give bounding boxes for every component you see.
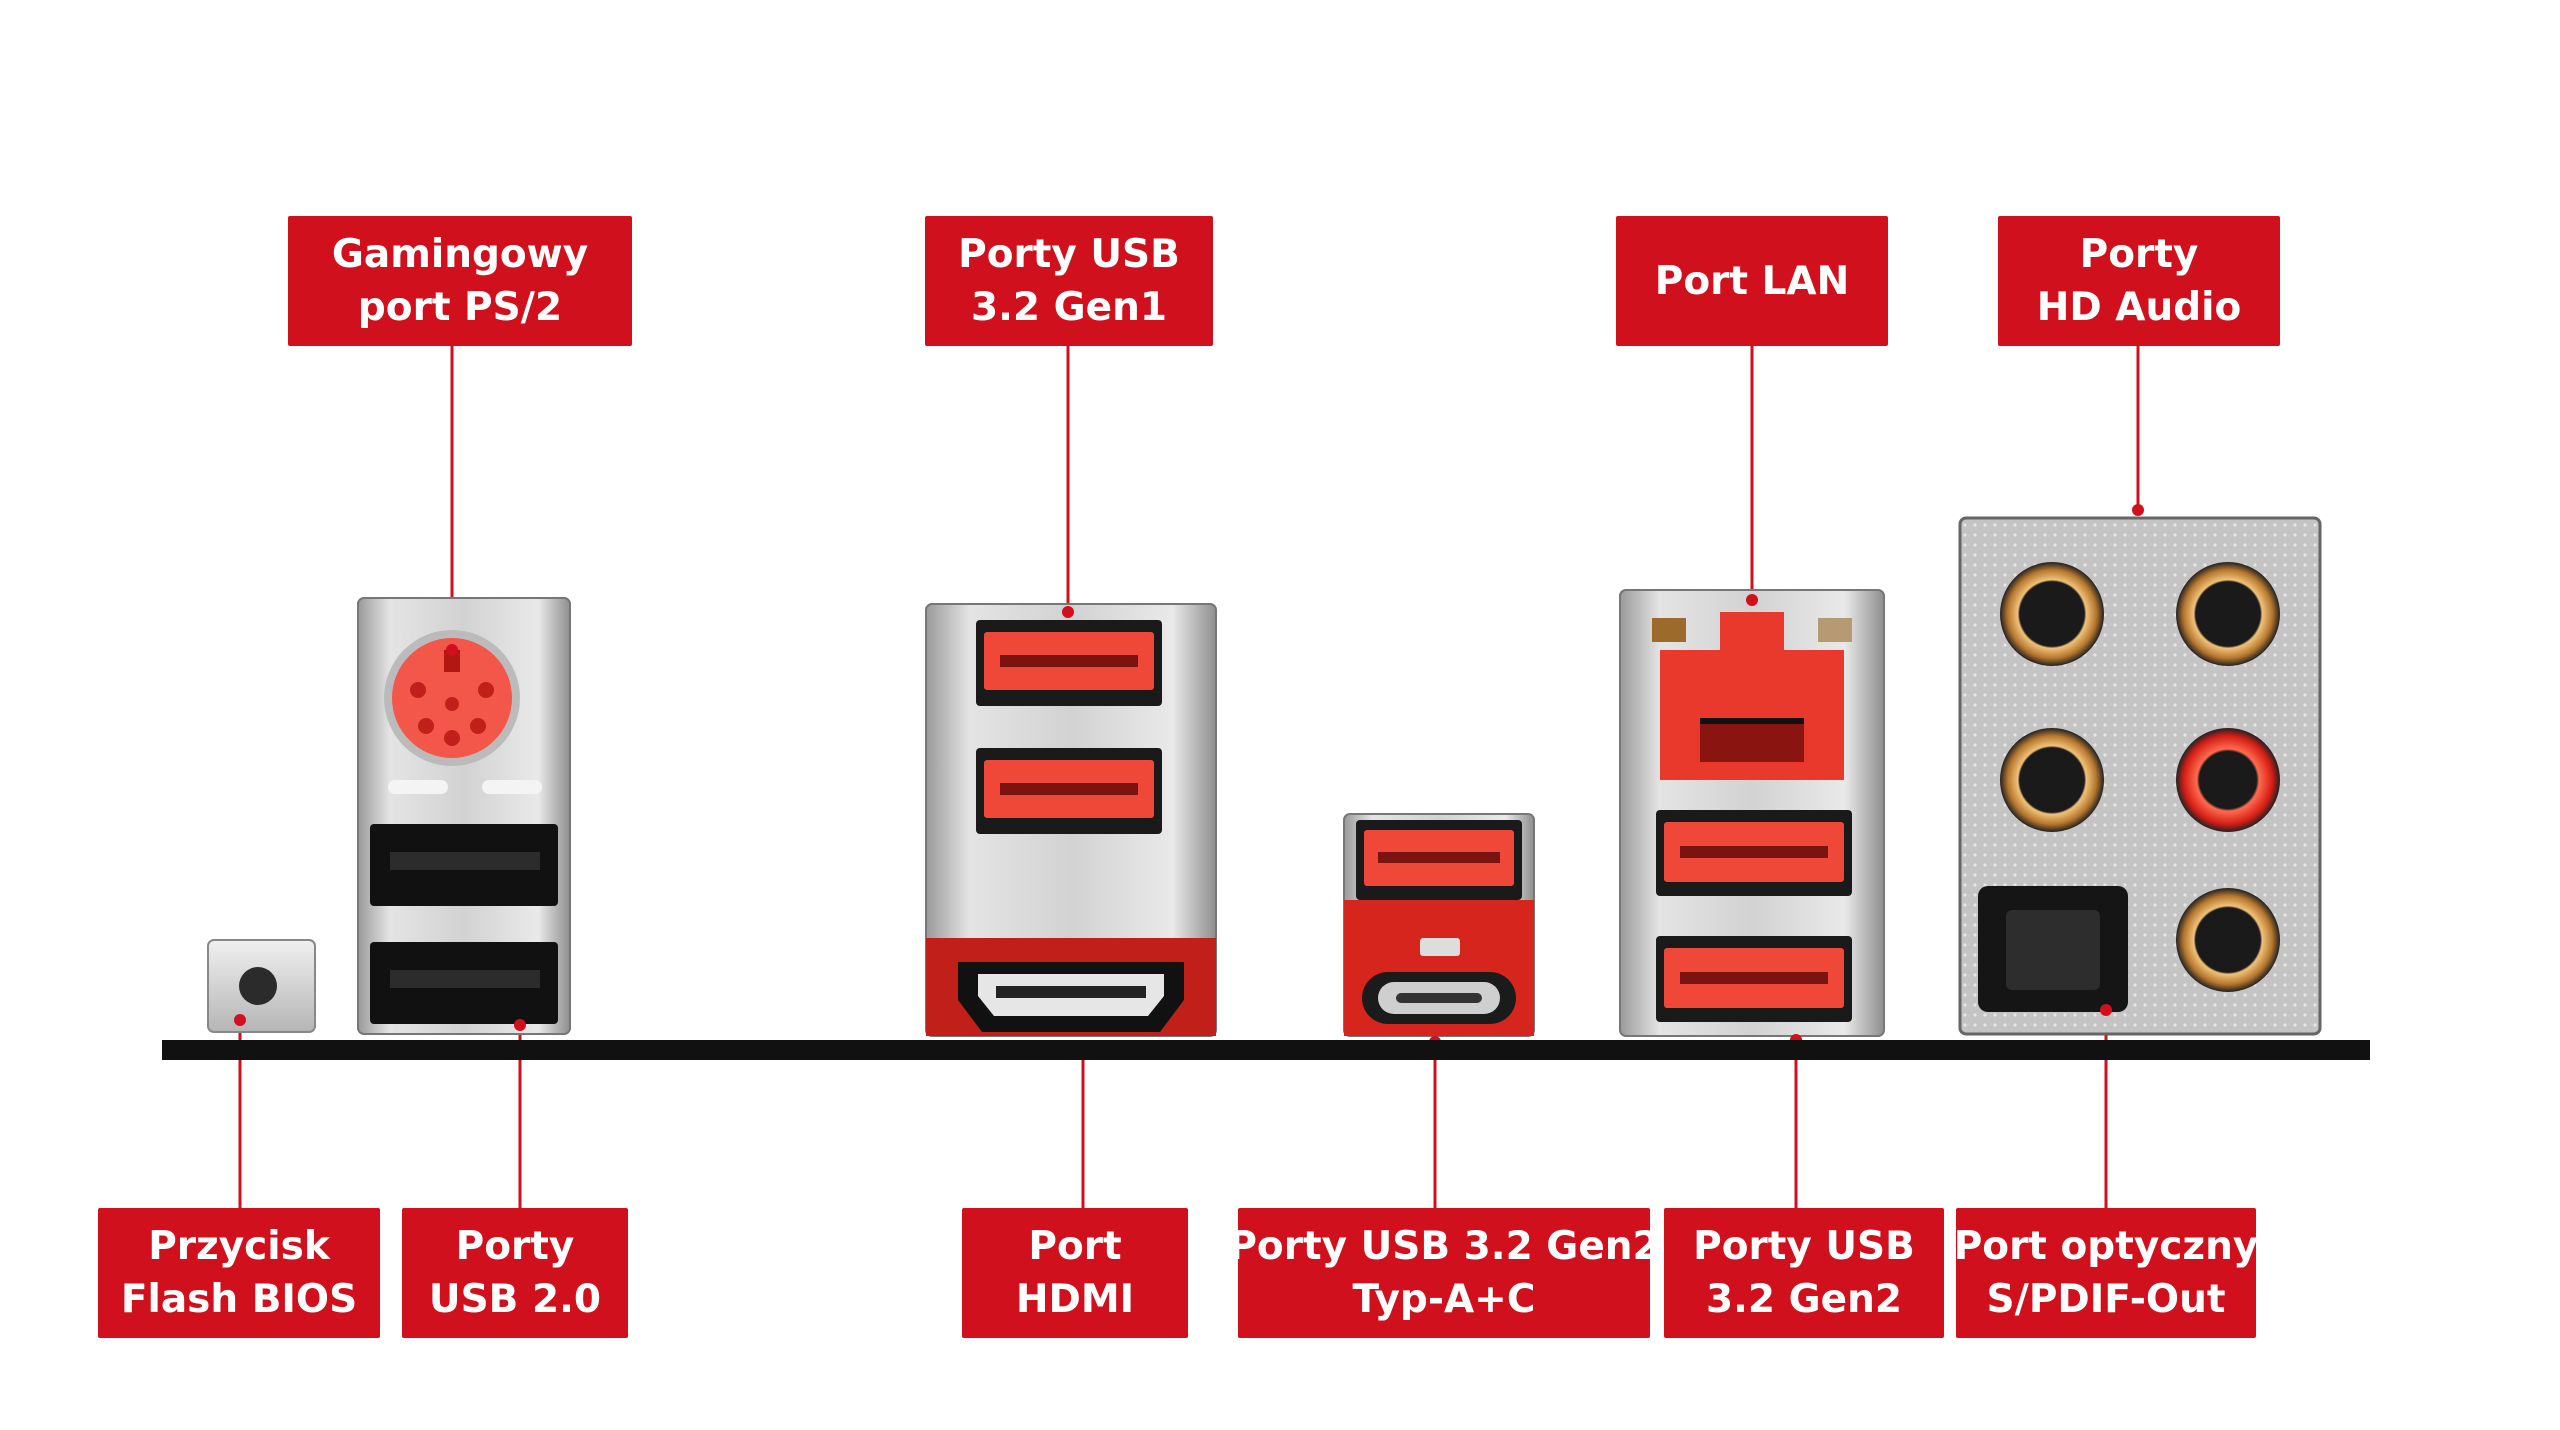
- label-optical-line1: Port optyczny: [1953, 1224, 2259, 1269]
- label-hdmi-line2: HDMI: [1015, 1277, 1135, 1322]
- label-usb-gen2-ac: Porty USB 3.2 Gen2 Typ-A+C: [1228, 1208, 1660, 1338]
- label-hdmi-line1: Port: [1028, 1224, 1122, 1269]
- label-usb20: Porty USB 2.0: [402, 1208, 628, 1338]
- usb-gen2-ac-stack: [1343, 813, 1535, 1048]
- label-flash-bios-line1: Przycisk: [148, 1224, 330, 1269]
- label-usb-gen2-line2: 3.2 Gen2: [1705, 1277, 1903, 1322]
- label-ps2-port: Gamingowy port PS/2: [288, 216, 632, 346]
- label-hd-audio: Porty HD Audio: [1998, 216, 2280, 346]
- lan-usb-gen2-stack: [1619, 589, 1885, 1046]
- label-optical-line2: S/PDIF-Out: [1986, 1277, 2226, 1322]
- label-ps2-line1: Gamingowy: [331, 232, 589, 277]
- hd-audio-block: [1958, 504, 2322, 1036]
- label-hdmi: Port HDMI: [962, 1208, 1188, 1338]
- label-lan-line1: Port LAN: [1654, 258, 1850, 304]
- ps2-usb20-stack: [357, 597, 571, 1035]
- label-flash-bios: Przycisk Flash BIOS: [98, 1208, 380, 1338]
- label-lan-port: Port LAN: [1616, 216, 1888, 346]
- label-hd-audio-line2: HD Audio: [2036, 285, 2242, 330]
- label-usb-gen1: Porty USB 3.2 Gen1: [925, 216, 1213, 346]
- label-optical: Port optyczny S/PDIF-Out: [1953, 1208, 2259, 1338]
- label-usb20-line2: USB 2.0: [428, 1277, 602, 1322]
- label-usb-gen1-line2: 3.2 Gen1: [970, 285, 1168, 330]
- label-usb-gen2-ac-line1: Porty USB 3.2 Gen2: [1228, 1224, 1660, 1269]
- label-usb-gen1-line1: Porty USB: [958, 232, 1180, 277]
- flash-bios-button: [207, 939, 316, 1033]
- label-usb-gen2: Porty USB 3.2 Gen2: [1664, 1208, 1944, 1338]
- usb-gen1-hdmi-stack: [925, 603, 1217, 1037]
- label-usb20-line1: Porty: [455, 1224, 575, 1269]
- base-bar: [162, 1040, 2370, 1060]
- label-flash-bios-line2: Flash BIOS: [120, 1277, 358, 1322]
- label-ps2-line2: port PS/2: [357, 285, 563, 330]
- label-hd-audio-line1: Porty: [2079, 232, 2199, 277]
- label-usb-gen2-line1: Porty USB: [1693, 1224, 1915, 1269]
- label-usb-gen2-ac-line2: Typ-A+C: [1352, 1277, 1536, 1322]
